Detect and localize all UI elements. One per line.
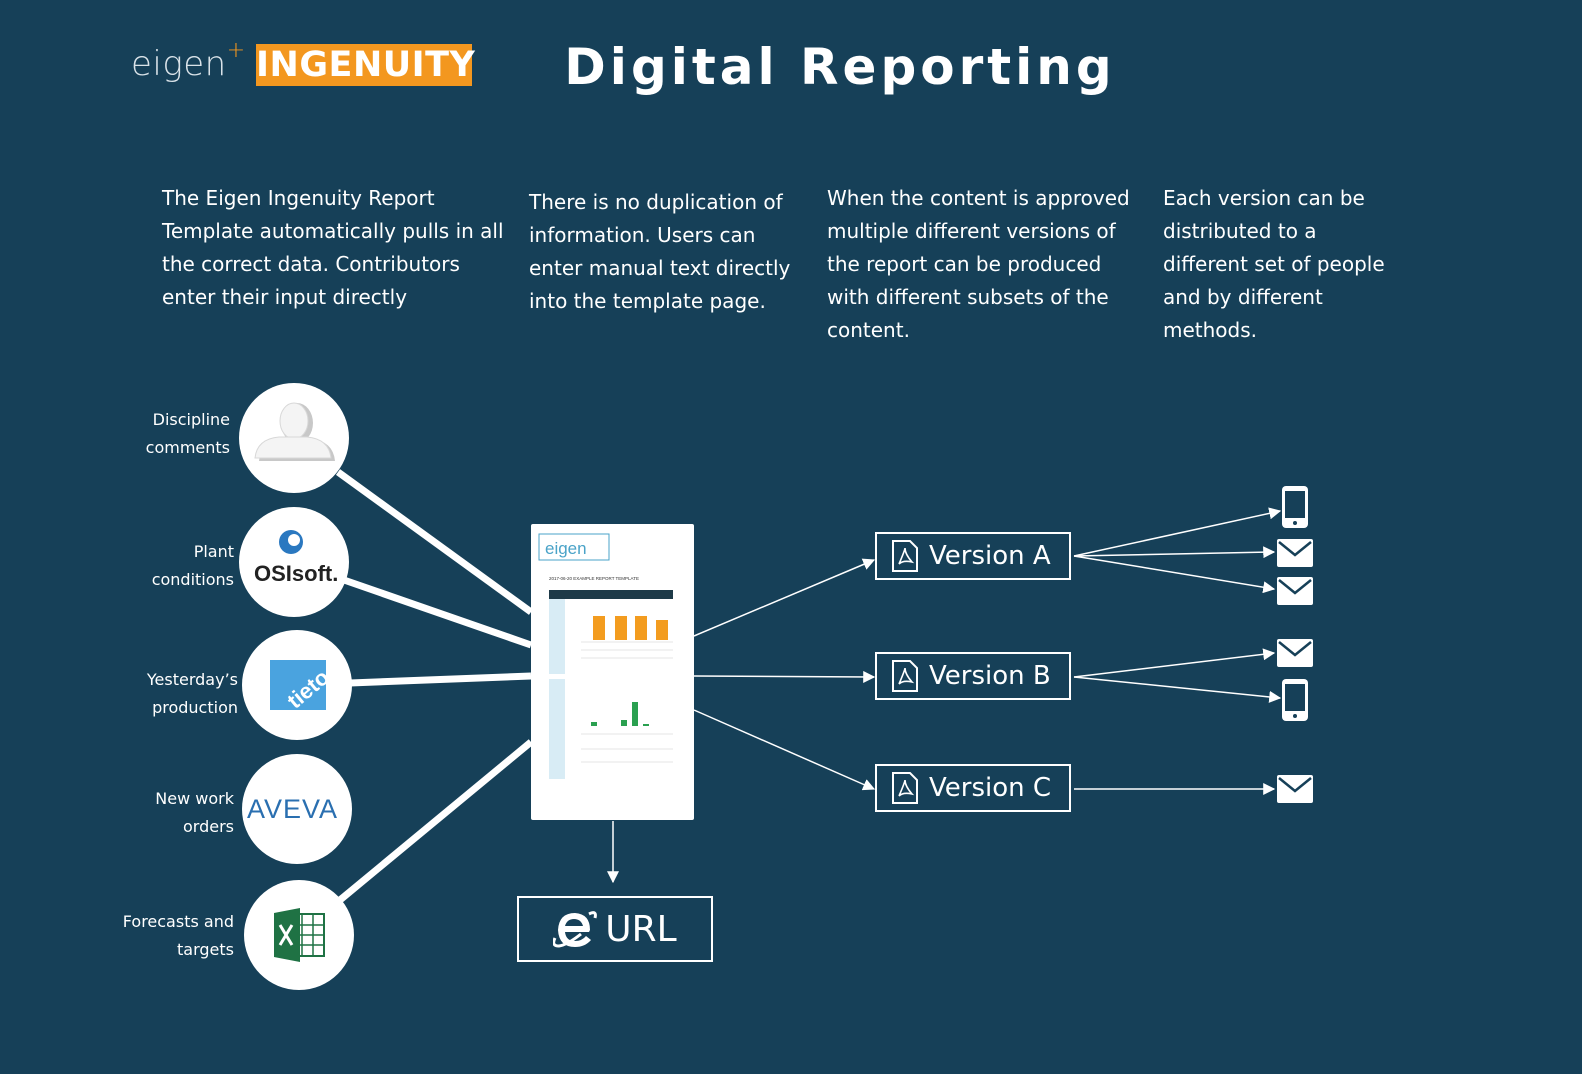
report-template[interactable]: eigen 2017-06-20 EXAMPLE REPORT TEMPLATE — [531, 524, 694, 820]
version-c-label: Version C — [929, 773, 1052, 803]
internet-explorer-icon — [553, 911, 598, 948]
link-version-b — [693, 670, 876, 683]
link-version-c — [693, 709, 876, 791]
version-a-label: Version A — [929, 541, 1051, 571]
aveva-logo-text: AVEVA — [247, 794, 338, 824]
description-versions: When the content is approved multiple di… — [827, 186, 1130, 342]
link-plant — [342, 576, 533, 649]
source-label-yesterday: Yesterday’s production — [118, 666, 238, 722]
version-b-label: Version B — [929, 661, 1051, 691]
mail-icon — [1277, 577, 1313, 605]
source-label-line: orders — [183, 817, 234, 836]
source-discipline-comments[interactable] — [239, 383, 349, 493]
link-a-mail2 — [1073, 555, 1276, 594]
source-label-line: Discipline — [152, 410, 230, 429]
page-title: Digital Reporting — [564, 38, 1116, 96]
source-plant-conditions[interactable]: OSIsoft. — [239, 507, 349, 617]
report-logo: eigen — [545, 539, 587, 558]
mail-icon — [1277, 539, 1313, 567]
tieto-logo: tieto — [270, 660, 334, 713]
source-label-line: conditions — [151, 570, 234, 589]
description-no-duplication: There is no duplication of information. … — [529, 190, 791, 313]
source-label-work-orders: New work orders — [114, 785, 234, 841]
url-label: URL — [605, 908, 677, 950]
link-a-mail1 — [1073, 546, 1276, 559]
report-title: 2017-06-20 EXAMPLE REPORT TEMPLATE — [549, 576, 639, 581]
link-b-mail — [1073, 648, 1276, 678]
mail-icon — [1277, 775, 1313, 803]
source-label-discipline: Discipline comments — [110, 406, 230, 462]
report-thumbnail: eigen 2017-06-20 EXAMPLE REPORT TEMPLATE — [538, 533, 673, 779]
phone-icon — [1282, 679, 1308, 721]
mail-icon — [1277, 639, 1313, 667]
source-forecasts-targets[interactable] — [244, 880, 354, 990]
person-icon — [254, 402, 335, 461]
pdf-icon — [892, 660, 918, 692]
source-label-line: Plant — [193, 542, 234, 561]
eigen-logo: eigen+ — [131, 38, 246, 84]
source-yesterdays-production[interactable]: tieto — [242, 630, 352, 740]
source-label-line: targets — [177, 940, 234, 959]
link-b-phone — [1073, 676, 1282, 703]
pdf-icon — [892, 772, 918, 804]
url-output-box[interactable]: URL — [517, 896, 713, 962]
version-b-box[interactable]: Version B — [875, 652, 1071, 700]
source-label-plant: Plant conditions — [114, 538, 234, 594]
aveva-logo: AVEVA — [247, 794, 338, 824]
description-template: The Eigen Ingenuity Report Template auto… — [162, 186, 504, 309]
eigen-logo-text: eigen — [131, 44, 227, 84]
osisoft-logo-text: OSIsoft. — [254, 561, 338, 586]
version-a-box[interactable]: Version A — [875, 532, 1071, 580]
source-label-line: New work — [155, 789, 234, 808]
osisoft-logo: OSIsoft. — [254, 530, 338, 586]
link-discipline — [335, 469, 534, 615]
phone-icon — [1282, 486, 1308, 528]
ingenuity-logo: INGENUITY — [256, 44, 476, 86]
source-label-line: production — [152, 698, 238, 717]
source-label-line: Forecasts and — [122, 912, 234, 931]
link-a-phone — [1073, 507, 1282, 557]
version-c-box[interactable]: Version C — [875, 764, 1071, 812]
source-new-work-orders[interactable]: AVEVA — [242, 754, 352, 864]
link-yesterday — [349, 672, 532, 687]
eigen-logo-plus: + — [226, 38, 246, 63]
description-distribution: Each version can be distributed to a dif… — [1163, 186, 1385, 342]
pdf-icon — [892, 540, 918, 572]
excel-icon — [274, 908, 325, 962]
link-version-a — [693, 558, 876, 637]
link-forecasts — [337, 739, 534, 903]
source-label-forecasts: Forecasts and targets — [114, 908, 234, 964]
source-label-line: comments — [145, 438, 230, 457]
source-label-line: Yesterday’s — [146, 670, 238, 689]
